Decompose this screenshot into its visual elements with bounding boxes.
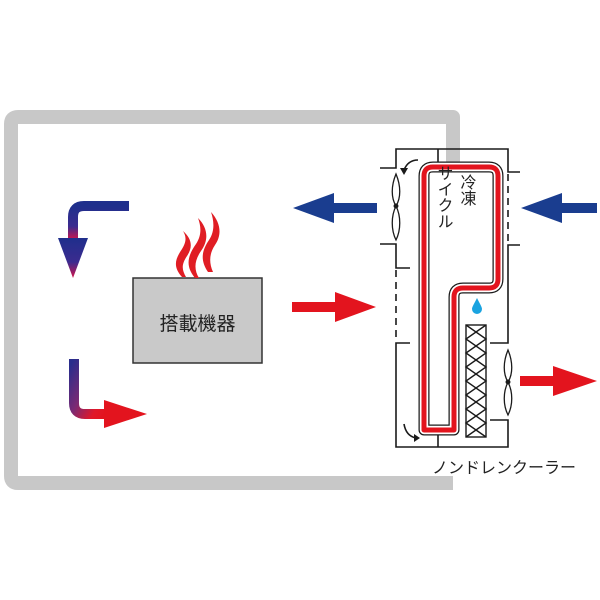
equipment-label: 搭載機器	[159, 313, 235, 335]
cooler-housing-right	[490, 244, 520, 344]
heat-wave-icon	[175, 212, 220, 278]
warm-supply-arrow	[69, 359, 147, 428]
cooler-caption: ノンドレンクーラー	[432, 458, 576, 477]
cold-outlet-arrow	[293, 193, 377, 223]
refrigerant-loop	[418, 161, 504, 436]
hot-intake-arrow	[292, 292, 376, 322]
ambient-intake-arrow	[521, 193, 597, 223]
equipment: 搭載機器	[132, 212, 263, 364]
water-drop-icon	[472, 298, 482, 314]
cycle-label-line2: サイクル	[435, 165, 454, 229]
cold-return-arrow	[58, 201, 129, 278]
heat-exchanger	[464, 324, 488, 438]
right-fan-icon	[503, 348, 513, 417]
cycle-label-line1: 冷凍	[458, 174, 477, 206]
left-fan-icon	[391, 172, 401, 242]
cooler-unit	[380, 148, 520, 448]
cooler-housing-top	[380, 148, 520, 173]
exhaust-arrow	[520, 366, 597, 396]
enclosure	[4, 110, 460, 490]
equipment-box	[132, 277, 263, 364]
cycle-label: 冷凍 サイクル	[435, 165, 477, 229]
cooler-housing-left	[380, 243, 410, 269]
enclosure-frame	[4, 110, 460, 490]
